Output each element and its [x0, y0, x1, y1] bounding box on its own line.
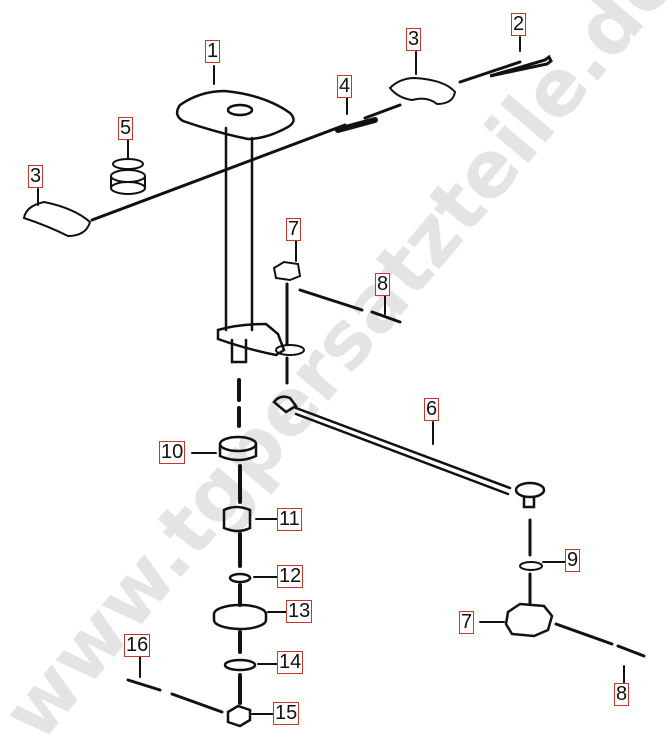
- split-pin-part-16: [126, 678, 224, 714]
- callout-label: 12: [277, 565, 304, 588]
- callout-label: 15: [273, 702, 300, 725]
- callout-label: 7: [286, 218, 302, 241]
- bolt-part-2: [489, 54, 553, 78]
- washer-part-9: [519, 561, 543, 571]
- steering-column-part-1: [175, 89, 295, 428]
- callout-label: 14: [277, 651, 304, 674]
- callout-label: 10: [159, 441, 186, 464]
- callout-label: 13: [286, 600, 313, 623]
- washer-top: [275, 344, 305, 356]
- callout-label: 6: [424, 398, 440, 421]
- nut-part-15: [226, 704, 252, 728]
- callout-label: 3: [406, 28, 422, 51]
- nut-part-7-bottom: [504, 602, 554, 638]
- callout-label: 8: [375, 273, 391, 296]
- bushing-part-11: [222, 505, 252, 533]
- callout-label: 7: [459, 611, 475, 634]
- split-pin-part-8-bottom: [554, 622, 646, 658]
- nut-part-7-top: [272, 260, 302, 282]
- pin-part-4: [335, 117, 378, 133]
- callout-label: 5: [118, 117, 134, 140]
- grommet-part-5: [110, 158, 146, 195]
- axle-line: [90, 60, 522, 222]
- bracket-part-3-top: [388, 76, 457, 106]
- washer-part-12: [228, 572, 252, 584]
- washer-part-14: [223, 658, 257, 672]
- ring-part-13: [212, 603, 268, 631]
- callout-label: 1: [205, 40, 221, 63]
- callout-label: 2: [511, 13, 527, 36]
- callout-label: 4: [337, 75, 353, 98]
- leader-lines: [37, 36, 625, 715]
- callout-label: 8: [614, 683, 630, 706]
- bushing-part-10: [218, 435, 258, 462]
- callout-label: 16: [124, 634, 151, 657]
- callout-label: 11: [277, 508, 302, 531]
- callout-label: 3: [28, 165, 44, 188]
- split-pin-part-8-top: [298, 288, 402, 324]
- bracket-part-3-left: [22, 200, 92, 238]
- callout-label: 9: [565, 549, 581, 572]
- tie-rod-part-6: [272, 395, 546, 509]
